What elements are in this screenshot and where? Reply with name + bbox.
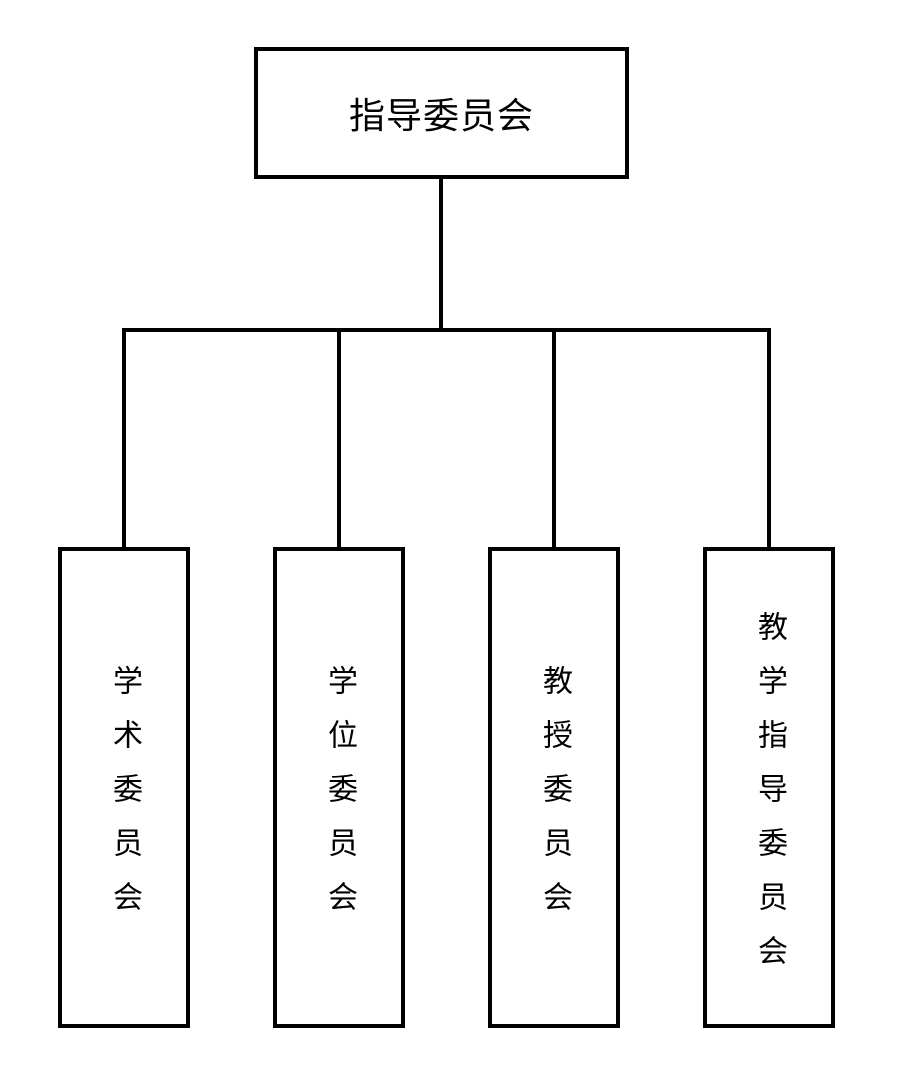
child-node-label: 教授委员会 bbox=[537, 664, 572, 935]
root-node-label: 指导委员会 bbox=[348, 96, 534, 137]
child-node-label: 教学指导委员会 bbox=[752, 610, 787, 989]
child-node-box-academic: 学术委员会 bbox=[58, 547, 190, 1028]
child-node-box-professor: 教授委员会 bbox=[488, 547, 620, 1028]
child-node-box-degree: 学位委员会 bbox=[273, 547, 405, 1028]
child-node-label: 学位委员会 bbox=[322, 664, 357, 935]
root-node-box: 指导委员会 bbox=[254, 47, 629, 179]
child-node-label: 学术委员会 bbox=[107, 664, 142, 935]
child-node-box-teaching: 教学指导委员会 bbox=[703, 547, 835, 1028]
